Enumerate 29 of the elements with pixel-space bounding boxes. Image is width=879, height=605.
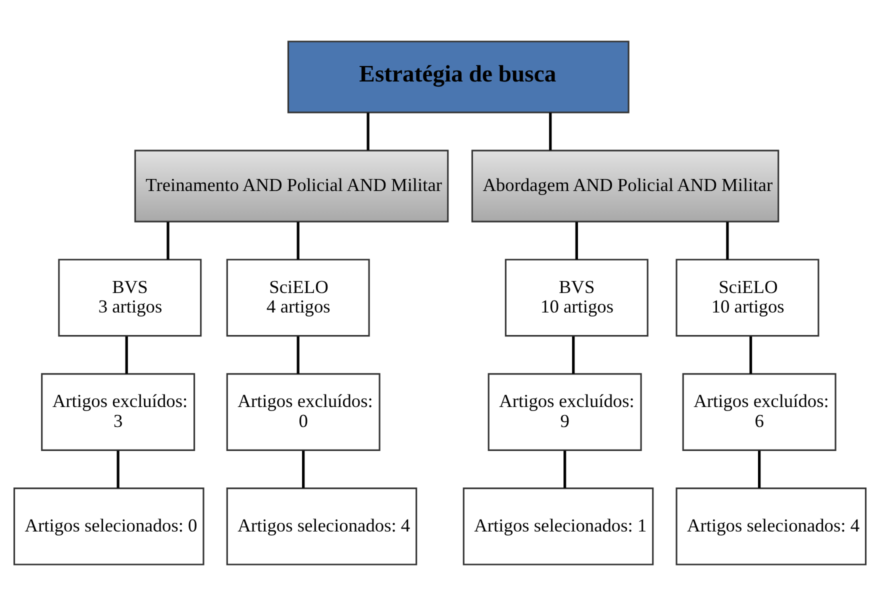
node-box: Artigos excluídos: 9 [487, 372, 642, 450]
connector [758, 450, 760, 488]
node-box: Estratégia de busca [286, 40, 629, 113]
node-box: Artigos excluídos: 0 [226, 372, 380, 450]
connector [296, 336, 299, 374]
node-box: SciELO 4 artigos [226, 258, 370, 336]
connector [563, 450, 566, 488]
connector [748, 336, 752, 374]
node-box: Artigos selecionados: 4 [675, 486, 866, 565]
node-box: SciELO 10 artigos [675, 258, 819, 336]
node-box: Artigos excluídos: 6 [682, 372, 836, 450]
node-box: Artigos selecionados: 1 [462, 486, 654, 565]
node-box: BVS 3 artigos [58, 258, 202, 336]
connector [166, 222, 169, 260]
node-box: Abordagem AND Policial AND Militar [470, 149, 779, 222]
connector [548, 112, 552, 150]
node-box: Artigos selecionados: 0 [12, 486, 204, 565]
connector [302, 450, 304, 488]
node-box: Artigos selecionados: 4 [226, 486, 417, 565]
connector [116, 450, 119, 488]
connector [726, 222, 728, 260]
connector [124, 336, 128, 374]
node-box: BVS 10 artigos [504, 258, 648, 336]
connector [572, 336, 574, 374]
node-box: Treinamento AND Policial AND Militar [134, 149, 448, 222]
connector [366, 112, 369, 150]
node-box: Artigos excluídos: 3 [40, 372, 195, 450]
connector [296, 222, 299, 260]
connector [574, 222, 578, 260]
